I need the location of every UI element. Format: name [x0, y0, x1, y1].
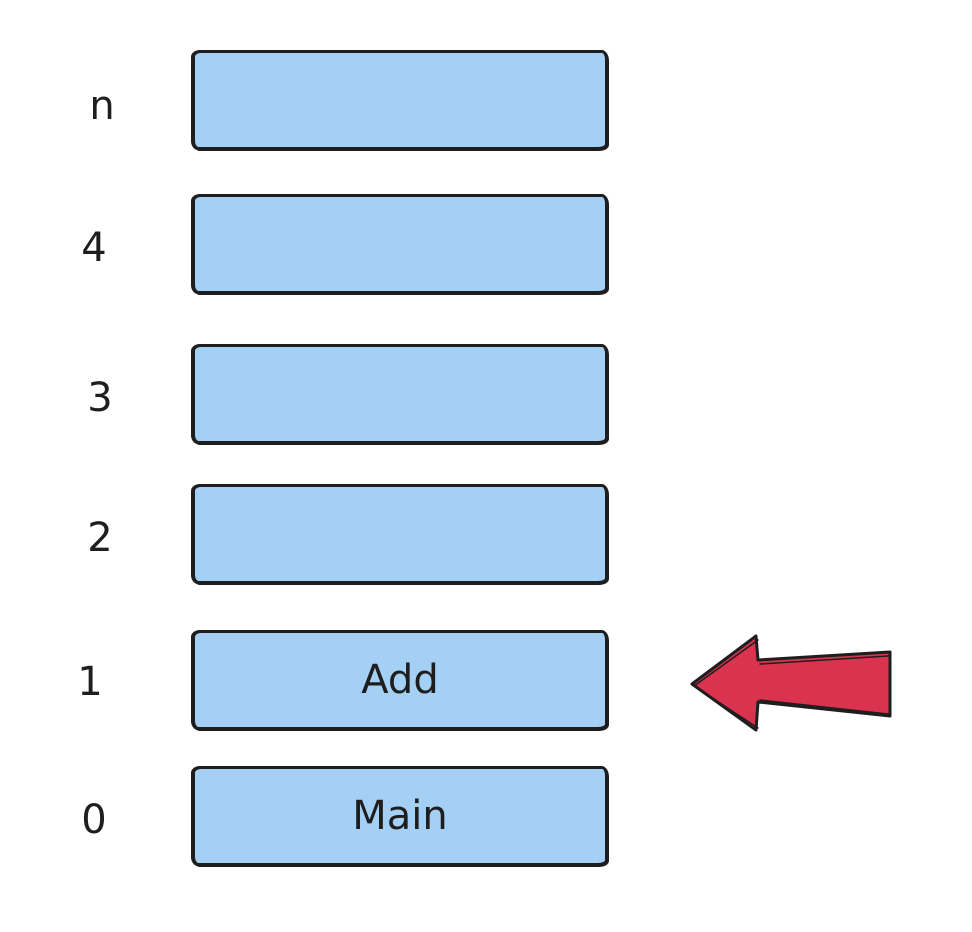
row-index-0: 0: [81, 797, 107, 843]
stack-slot-3: [192, 344, 608, 444]
stack-slot-0: Main: [192, 766, 608, 866]
slot-label: [195, 487, 605, 581]
stack-slot-1: Add: [192, 630, 608, 730]
pointer-arrow-icon: [690, 634, 892, 732]
stack-slot-n: [192, 50, 608, 150]
stack-slot-2: [192, 484, 608, 584]
row-index-2: 2: [87, 515, 113, 561]
slot-label: [195, 347, 605, 441]
row-index-4: 4: [81, 225, 107, 271]
row-index-3: 3: [87, 375, 113, 421]
arrow-sketch-stroke: [693, 639, 889, 729]
slot-label-add: Add: [361, 657, 439, 703]
row-index-1: 1: [77, 659, 103, 705]
row-index-n: n: [89, 83, 115, 129]
arrow-shape: [690, 634, 892, 732]
slot-label: [195, 53, 605, 147]
slot-label: [195, 197, 605, 291]
slot-label-main: Main: [352, 793, 448, 839]
stack-slot-4: [192, 194, 608, 294]
